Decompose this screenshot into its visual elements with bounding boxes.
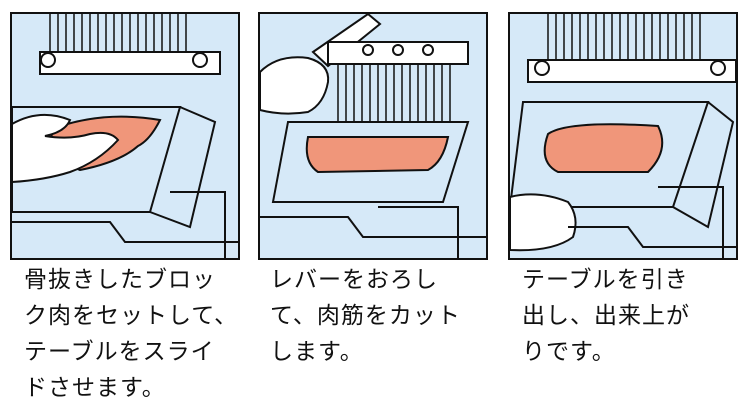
caption-line: レバーをおろし [270, 267, 438, 293]
caption-line: テーブルを引き [522, 267, 689, 293]
caption-line: ク肉をセットして、 [24, 303, 239, 329]
blade-head [39, 51, 221, 75]
caption-line: 出し、出来上が [522, 303, 690, 329]
blade-teeth [337, 64, 451, 130]
caption-line: て、肉筋をカット [270, 303, 461, 329]
bolt-icon [422, 44, 434, 56]
blade-teeth [49, 14, 187, 52]
blade-teeth [547, 14, 701, 60]
hand [509, 193, 577, 252]
blade-head [527, 59, 737, 83]
step-2-svg [258, 12, 488, 260]
caption-line: りです。 [522, 339, 616, 365]
step-3-svg [508, 12, 738, 260]
step-2-caption: レバーをおろし て、肉筋をカット します。 [270, 262, 461, 370]
hand [11, 113, 120, 184]
bolt-icon [392, 44, 404, 56]
step-3-illustration [508, 12, 738, 260]
caption-line: テーブルをスライ [24, 339, 215, 365]
step-1-caption: 骨抜きしたブロッ ク肉をセットして、 テーブルをスライ ドさせます。 [24, 262, 238, 406]
step-2-illustration [258, 12, 488, 260]
step-1-illustration [10, 12, 240, 260]
step-1-svg [10, 12, 240, 260]
bolt-icon [362, 44, 374, 56]
bolt-icon [534, 60, 550, 76]
bolt-icon [192, 52, 208, 68]
caption-line: します。 [270, 339, 364, 365]
step-3-caption: テーブルを引き 出し、出来上が りです。 [522, 262, 690, 370]
bolt-icon [40, 52, 56, 68]
caption-line: 骨抜きしたブロッ [24, 267, 216, 293]
caption-line: ドさせます。 [24, 375, 166, 401]
meat-block [305, 136, 450, 174]
meat-block [543, 123, 664, 173]
bolt-icon [710, 60, 726, 76]
hand [259, 56, 330, 115]
